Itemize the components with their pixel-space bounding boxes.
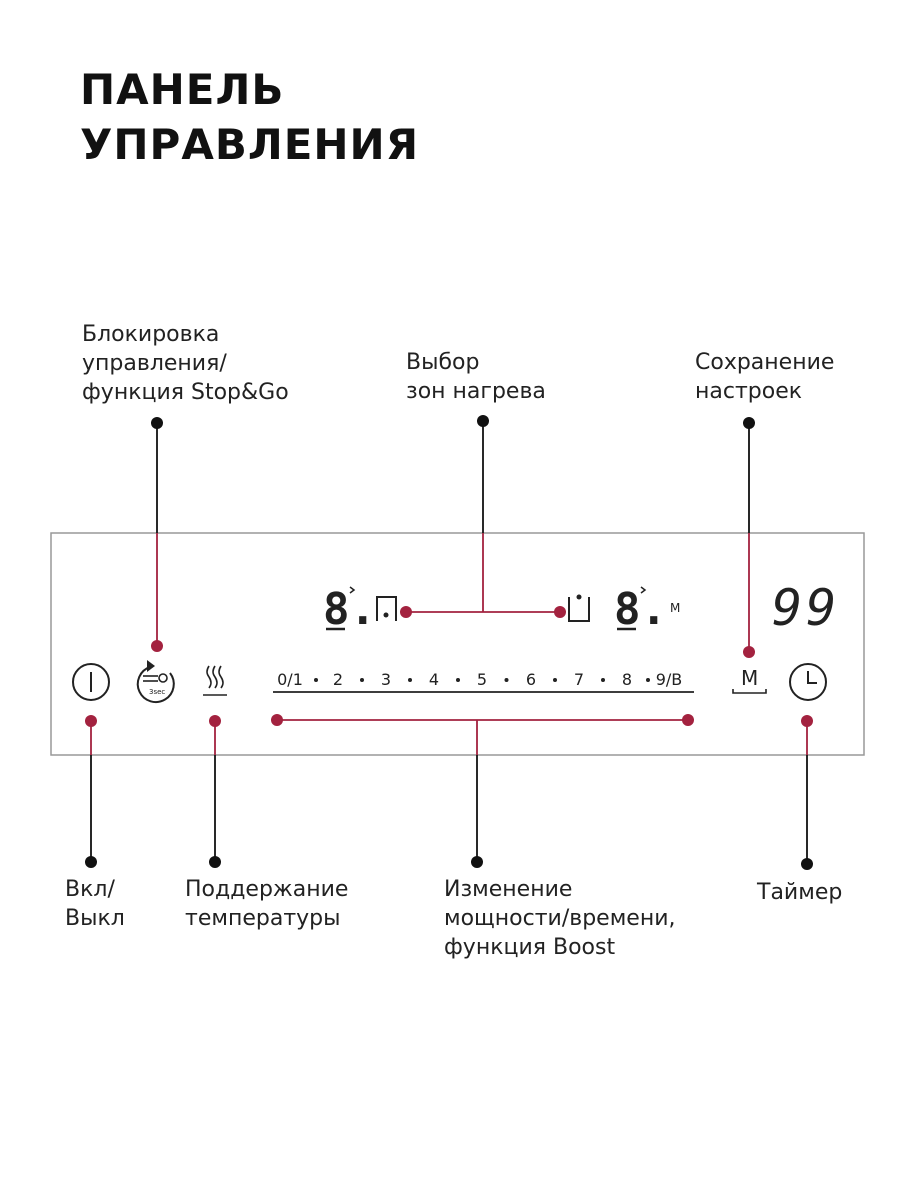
right-zone-select-icon[interactable] — [568, 594, 590, 622]
callout-power — [85, 715, 97, 868]
slider-level-label[interactable]: 0/1 — [277, 670, 303, 689]
label-memory-line-2: настроек — [695, 379, 803, 404]
callout-zones — [400, 415, 566, 618]
slider-level-label[interactable]: 3 — [381, 670, 391, 689]
slider-separator-dot — [314, 678, 318, 682]
left-zone-display: 8. — [323, 584, 376, 635]
label-keep-warm: Поддержание температуры — [185, 875, 348, 933]
label-zones-line-1: Выбор — [406, 350, 480, 375]
slider-separator-dot — [601, 678, 605, 682]
label-lock-line-2: управления/ — [82, 351, 227, 376]
label-slider: Изменение мощности/времени, функция Boos… — [444, 875, 676, 962]
page-title: ПАНЕЛЬ УПРАВЛЕНИЯ — [80, 62, 419, 172]
label-zones-line-2: зон нагрева — [406, 379, 546, 404]
right-zone-display-digit: 8. — [614, 584, 667, 635]
clock-icon — [807, 671, 817, 684]
label-lock-line-1: Блокировка — [82, 322, 220, 347]
slider-level-label[interactable]: 8 — [622, 670, 632, 689]
label-slider-line-3: функция Boost — [444, 935, 616, 960]
label-slider-line-2: мощности/времени, — [444, 906, 676, 931]
timer-display: 99 — [772, 579, 840, 637]
label-timer: Таймер — [757, 878, 842, 907]
power-slider[interactable]: 0/1 2 3 4 5 6 7 8 9/B — [273, 670, 694, 693]
callout-lock — [151, 417, 163, 652]
slider-separator-dot — [360, 678, 364, 682]
label-zones: Выбор зон нагрева — [406, 348, 546, 406]
label-slider-line-1: Изменение — [444, 877, 573, 902]
label-lock-line-3: функция Stop&Go — [82, 380, 289, 405]
slider-level-label[interactable]: 9/B — [656, 670, 683, 689]
slider-level-label[interactable]: 5 — [477, 670, 487, 689]
label-timer-line-1: Таймер — [757, 880, 843, 905]
slider-level-label[interactable]: 2 — [333, 670, 343, 689]
memory-button[interactable]: M — [732, 666, 767, 694]
lock-button-caption: 3sec — [149, 688, 165, 696]
slider-separator-dot — [408, 678, 412, 682]
control-panel-frame — [50, 532, 865, 756]
label-keep-warm-line-2: температуры — [185, 906, 341, 931]
slider-level-label[interactable]: 4 — [429, 670, 439, 689]
timer-button[interactable] — [789, 663, 827, 701]
right-zone-display: 8. — [614, 584, 667, 635]
slider-level-label[interactable]: 6 — [526, 670, 536, 689]
keep-warm-button[interactable] — [203, 665, 227, 696]
page-title-line-1: ПАНЕЛЬ — [80, 65, 285, 114]
page-title-line-2: УПРАВЛЕНИЯ — [80, 120, 420, 169]
left-zone-select-icon[interactable] — [376, 596, 397, 621]
play-icon — [147, 660, 155, 672]
slider-separator-dot — [553, 678, 557, 682]
steam-icon — [206, 665, 212, 689]
callout-slider — [271, 714, 694, 868]
callout-memory — [743, 417, 755, 658]
label-lock: Блокировка управления/ функция Stop&Go — [82, 320, 289, 407]
callout-timer — [801, 715, 813, 870]
left-zone-display-digit: 8. — [323, 584, 376, 635]
lock-stop-go-button[interactable]: 3sec — [136, 660, 175, 703]
power-button[interactable] — [72, 663, 110, 701]
label-power-line-1: Вкл/ — [65, 877, 115, 902]
label-memory: Сохранение настроек — [695, 348, 834, 406]
memory-button-label: M — [741, 666, 758, 690]
slider-level-label[interactable]: 7 — [574, 670, 584, 689]
slider-separator-dot — [504, 678, 509, 682]
slider-separator-dot — [456, 678, 460, 682]
slider-separator-dot — [646, 678, 650, 682]
label-power-line-2: Выкл — [65, 906, 125, 931]
label-memory-line-1: Сохранение — [695, 350, 835, 375]
label-power: Вкл/ Выкл — [65, 875, 125, 933]
memory-indicator: M — [670, 601, 680, 615]
label-keep-warm-line-1: Поддержание — [185, 877, 349, 902]
callout-keep-warm — [209, 715, 221, 868]
